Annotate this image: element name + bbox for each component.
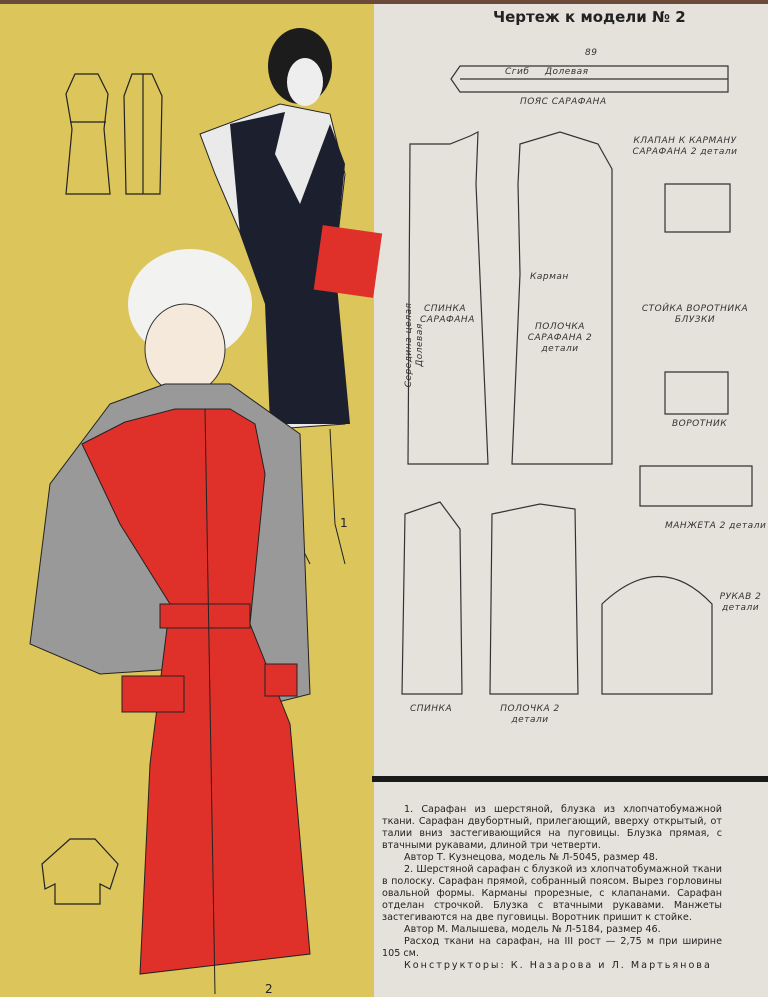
front-blouse-label: ПОЛОЧКА 2 детали (500, 704, 560, 725)
pocket-label: Карман (530, 272, 569, 282)
sleeve-label: РУКАВ 2 детали (719, 592, 762, 613)
stand-label: СТОЙКА ВОРОТНИКА БЛУЗКИ (641, 304, 749, 325)
constructors-credit: Конструкторы: К. Назарова и Л. Мартьянов… (404, 960, 712, 971)
grain-label: Долевая (545, 67, 589, 77)
front-sarafan-piece (511, 131, 613, 465)
sketch-blouse (41, 838, 119, 905)
figure-number-2: 2 (265, 982, 273, 996)
page-title: Чертеж к модели № 2 (493, 8, 686, 26)
divider-rule (372, 776, 768, 782)
figure-number-1: 1 (340, 516, 348, 530)
model-1-author: Автор Т. Кузнецова, модель № Л-5045, раз… (404, 852, 658, 863)
sketch-dress-back (123, 73, 163, 195)
model-1-figure (199, 28, 383, 565)
fabric-consumption: Расход ткани на сарафан, на III рост — 2… (382, 936, 722, 959)
belt-label: ПОЯС САРАФАНА (520, 97, 607, 107)
back-sarafan-label: СПИНКА САРАФАНА (420, 304, 475, 325)
center-back-label: Середина целая Долевая (404, 302, 425, 388)
fold-label: Сгиб (505, 67, 530, 77)
collar-label: ВОРОТНИК (672, 419, 728, 429)
back-sarafan-piece (407, 131, 489, 465)
model-2-figure (29, 249, 311, 995)
sketch-dress-front (65, 73, 111, 195)
front-sarafan-label: ПОЛОЧКА САРАФАНА 2 детали (527, 322, 593, 354)
model-1-description: 1. Сарафан из шерстяной, блузка из хлопч… (382, 804, 722, 851)
model-2-description: 2. Шерстяной сарафан с блузкой из хлопча… (382, 864, 722, 923)
description-text: 1. Сарафан из шерстяной, блузка из хлопч… (382, 804, 722, 972)
pattern-pieces (401, 65, 753, 695)
belt-length: 89 (585, 48, 598, 58)
model-2-author: Автор М. Малышева, модель № Л-5184, разм… (404, 924, 661, 935)
flap-label: КЛАПАН К КАРМАНУ САРАФАНА 2 детали (632, 136, 738, 157)
magazine-page: Чертеж к модели № 2 1 2 89 Сгиб Долевая … (0, 4, 768, 997)
cuff-label: МАНЖЕТА 2 детали (665, 521, 767, 531)
illustrations-and-patterns (29, 28, 753, 995)
back-blouse-label: СПИНКА (410, 704, 453, 714)
